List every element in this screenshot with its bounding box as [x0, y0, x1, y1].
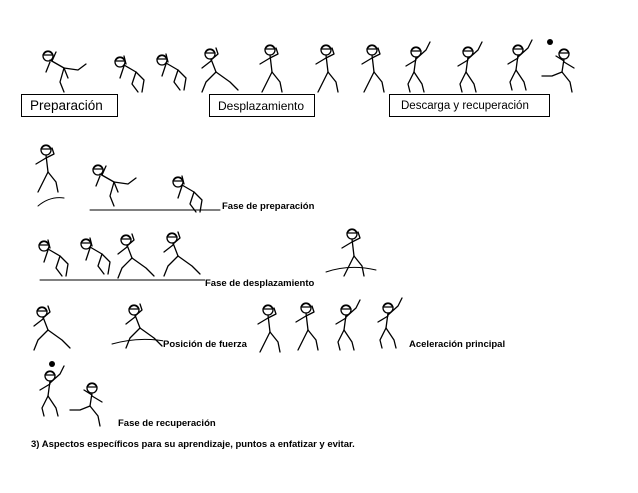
phase-box-displacement-label: Desplazamiento [218, 98, 305, 113]
displacement-phase-label: Fase de desplazamiento [205, 278, 315, 289]
phase-box-preparation-label: Preparación [30, 98, 103, 113]
footer-text: 3) Aspectos específicos para su aprendiz… [31, 439, 355, 450]
power-position-label: Posición de fuerza [163, 339, 247, 350]
displacement-phase-figures [38, 228, 377, 281]
top-sequence-figures [42, 39, 575, 93]
main-acceleration-label: Aceleración principal [409, 339, 506, 350]
phase-box-displacement: Desplazamiento [209, 94, 315, 117]
phase-box-release-label: Descarga y recuperación [401, 99, 529, 112]
phase-box-release: Descarga y recuperación [389, 94, 550, 117]
recovery-phase-label: Fase de recuperación [118, 418, 216, 429]
preparation-phase-figures [35, 144, 221, 213]
phase-box-preparation: Preparación [21, 94, 118, 117]
preparation-phase-label: Fase de preparación [222, 201, 315, 212]
recovery-phase-figures [39, 361, 103, 427]
